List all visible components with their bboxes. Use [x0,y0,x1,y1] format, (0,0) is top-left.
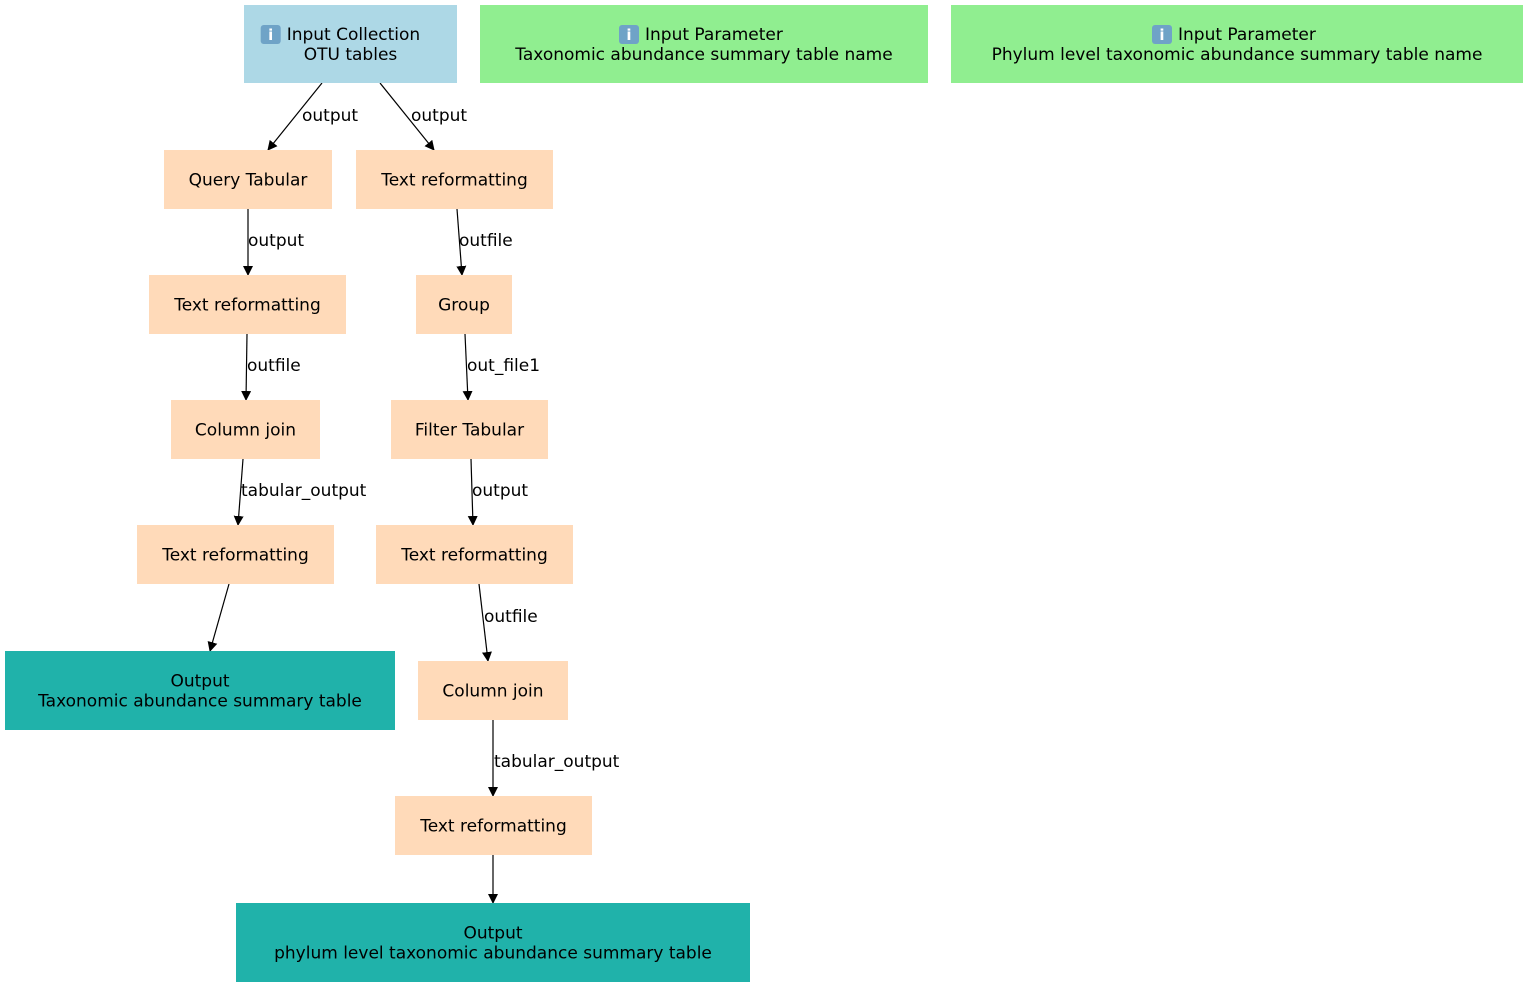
edge-arrow [241,333,252,401]
edge-arrow [207,583,230,652]
edge-label: out_file1 [467,356,540,376]
node-box [356,150,553,209]
edge-group-to-filter-tabular: out_file1 [462,333,540,401]
node-box [244,5,457,83]
node-subtitle: Taxonomic abundance summary table name [514,45,892,65]
node-title: Group [438,296,490,316]
node-box [137,525,334,584]
node-filter-tabular[interactable]: Filter Tabular [391,400,548,459]
svg-text:i: i [1159,26,1164,44]
edge-column-join-a-to-text-reformat-c: tabular_output [233,458,367,526]
edge-arrow [267,82,323,151]
node-title: Text reformatting [161,546,309,566]
edge-text-reformat-d-to-column-join-b: outfile [478,583,538,662]
edge-input-otu-to-query-tabular: output [267,82,358,151]
svg-text:i: i [268,26,273,44]
node-title: Output [170,672,229,692]
edge-label: output [302,106,358,126]
edge-label: tabular_output [494,752,620,772]
node-title: Text reformatting [419,817,567,837]
node-box [171,400,320,459]
edge-label: tabular_output [241,481,367,501]
edge-label: output [411,106,467,126]
node-title: Query Tabular [189,171,308,191]
node-subtitle: phylum level taxonomic abundance summary… [274,944,712,964]
edge-arrow [379,82,435,151]
node-box [395,796,592,855]
node-title: Text reformatting [380,171,528,191]
node-subtitle: OTU tables [304,45,398,65]
node-box [418,661,568,720]
node-text-reformat-b[interactable]: Text reformatting [356,150,553,209]
edge-arrow [478,583,492,662]
node-title: Text reformatting [400,546,548,566]
edge-text-reformat-c-to-output-tax [207,583,230,652]
node-group[interactable]: Group [416,275,512,334]
edge-label: output [472,481,528,501]
node-box [376,525,573,584]
node-query-tabular[interactable]: Query Tabular [164,150,332,209]
node-title: Input Parameter [1178,25,1316,45]
node-box [164,150,332,209]
node-title: Filter Tabular [415,421,524,441]
node-text-reformat-e[interactable]: Text reformatting [395,796,592,855]
edge-query-tabular-to-text-reformat-a: output [243,209,304,276]
node-title: Input Collection [287,25,421,45]
info-icon: i [260,25,281,44]
edges-layer: output output output outfile outfile out_file… [207,82,620,904]
node-column-join-a[interactable]: Column join [171,400,320,459]
node-box [236,903,750,982]
node-subtitle: Phylum level taxonomic abundance summary… [992,45,1483,65]
node-box [391,400,548,459]
edge-label: outfile [459,231,513,251]
edge-label: outfile [247,356,301,376]
node-title: Column join [442,682,543,702]
edge-arrow [467,458,478,526]
edge-input-otu-to-text-reformat-b: output [379,82,467,151]
edge-column-join-b-to-text-reformat-e: tabular_output [488,720,620,797]
node-box [951,5,1523,83]
edge-label: outfile [484,607,538,627]
edge-label: output [248,231,304,251]
node-column-join-b[interactable]: Column join [418,661,568,720]
node-box [416,275,512,334]
edge-arrow [233,458,244,526]
node-box [149,275,346,334]
info-icon: i [619,25,639,44]
info-icon: i [1152,25,1172,44]
node-title: Input Parameter [645,25,783,45]
edge-text-reformat-b-to-group: outfile [456,208,513,276]
node-box [480,5,928,83]
node-title: Output [463,924,522,944]
node-text-reformat-d[interactable]: Text reformatting [376,525,573,584]
node-box [5,651,395,730]
svg-text:i: i [626,26,631,44]
node-subtitle: Taxonomic abundance summary table [37,692,362,712]
node-title: Text reformatting [173,296,321,316]
edge-text-reformat-a-to-column-join-a: outfile [241,333,301,401]
edge-arrow [462,333,473,401]
node-title: Column join [195,421,296,441]
node-text-reformat-a[interactable]: Text reformatting [149,275,346,334]
edge-filter-tabular-to-text-reformat-d: output [467,458,528,526]
edge-arrow [456,208,467,276]
node-text-reformat-c[interactable]: Text reformatting [137,525,334,584]
